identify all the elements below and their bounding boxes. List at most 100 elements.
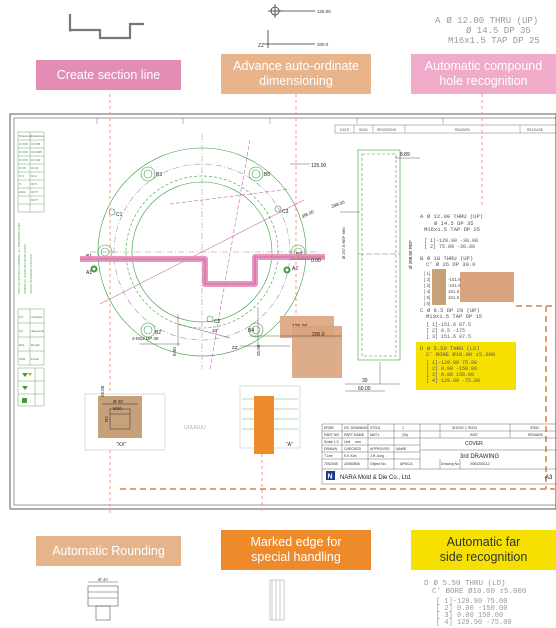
callout-c-row: [ 3] 151.6 87.5 bbox=[426, 334, 471, 340]
side-cell: SUR bbox=[19, 357, 26, 361]
marked-edge-highlight bbox=[254, 396, 274, 454]
callout-b: B Ø 18 THRU (UP) C' Ø 26 DP 30.0 [ 1] [ … bbox=[420, 255, 514, 306]
compound-hole-label-1: Automatic compound bbox=[424, 59, 543, 73]
tb-cell: 1 bbox=[402, 426, 404, 430]
bottom-callout-row: [ 2] 0.00 -150.00 bbox=[436, 605, 507, 613]
tb-cell: PART NAME bbox=[344, 433, 365, 437]
callout-b-val: -151.6 bbox=[448, 283, 461, 288]
callout-b-row: [ 5] bbox=[424, 295, 430, 300]
ref-dim: Ø 288.00 REF bbox=[408, 240, 413, 269]
callout-b-title: B Ø 18 THRU (UP) bbox=[420, 255, 473, 262]
create-section-line-banner: Create section line bbox=[36, 60, 181, 90]
tb-company: NARA Mold & Die Co., Ltd. bbox=[340, 475, 412, 481]
tol-cell: ±0.5° bbox=[31, 190, 39, 194]
tol-cell: ANG bbox=[19, 190, 26, 194]
marked-edge-icon bbox=[269, 579, 285, 621]
dim-vert-25: 25.00 bbox=[256, 344, 261, 356]
cad-drawing: DATE SIGN REVISIONS REASON RELEASE Toler… bbox=[9, 94, 556, 514]
thread-label: 2-M12 DP 30 bbox=[132, 336, 159, 341]
tb-cell: Φ300 bbox=[530, 426, 539, 430]
far-side-leader bbox=[120, 305, 556, 490]
company-logo bbox=[326, 471, 335, 480]
tb-sheet: A3 bbox=[545, 475, 553, 481]
tol-cell: X.XXX bbox=[19, 142, 28, 146]
svg-text:UNLESS OTHERWISE SPECIFIED: UNLESS OTHERWISE SPECIFIED bbox=[30, 254, 33, 294]
view-a-label: "A" bbox=[286, 442, 293, 448]
tb-unit: Unit bbox=[344, 440, 350, 444]
tb-object: Object No. bbox=[370, 462, 387, 466]
tb-cell: ERSB bbox=[324, 426, 334, 430]
tb-cell: STD11 bbox=[370, 426, 381, 430]
far-side-label-2: side recognition bbox=[439, 550, 528, 564]
callout-a-row: [ 2] 75.00 -30.00 bbox=[424, 244, 475, 250]
hole-a2: A2 bbox=[292, 266, 298, 272]
tb-approved-by: J.H.Jung bbox=[370, 454, 384, 458]
dim-288: 288.00 bbox=[331, 199, 346, 209]
marked-edge-label-2: special handling bbox=[251, 550, 341, 564]
section-mark: ZZ bbox=[232, 345, 238, 350]
view-xx-label: "XX" bbox=[116, 442, 126, 448]
marked-edge-banner: Marked edge for special handling bbox=[221, 530, 371, 570]
a-hole-markers bbox=[90, 265, 291, 274]
callout-b-row: [ 4] bbox=[424, 289, 430, 294]
tb-cell: Q'ty bbox=[402, 433, 408, 437]
bottom-callout-row: [ 3] 0.00 150.00 bbox=[436, 612, 503, 620]
auto-ordinate-label-1: Advance auto-ordinate bbox=[233, 59, 359, 73]
tol-cell: X.XX bbox=[19, 166, 26, 170]
bottom-icons: Ø 40 D Ø 5.50 THRU (LD) C' BORE Ø10.00 ↧… bbox=[87, 577, 527, 627]
hole-b5: B5 bbox=[264, 172, 270, 178]
far-side-label-1: Automatic far bbox=[446, 535, 521, 549]
callout-b-val: 151.6 bbox=[448, 289, 460, 294]
dim-vert-000: 0.00 bbox=[172, 347, 177, 356]
callout-d-l2: C' BORE Ø10.00 ↧5.000 bbox=[426, 351, 495, 358]
svg-text:REMOVE ALL BURRS AND SHARP EDG: REMOVE ALL BURRS AND SHARP EDGES bbox=[24, 244, 27, 294]
hole-b4: B4 bbox=[248, 328, 254, 334]
left-side-table bbox=[17, 308, 45, 407]
auto-rounding-label: Automatic Rounding bbox=[52, 543, 165, 558]
hole-c2: C2 bbox=[214, 319, 221, 325]
hole-c1: C1 bbox=[116, 212, 123, 218]
rev-reason: REASON bbox=[455, 128, 470, 132]
compound-hole-label-2: hole recognition bbox=[439, 74, 528, 88]
dim-125: 125.00 bbox=[311, 163, 327, 169]
dim-rotated: Ø8.00 bbox=[301, 209, 315, 219]
callout-c: C Ø 8.5 DP 20 (UP) M10x1.5 TAP DP 15 [ 1… bbox=[420, 307, 482, 340]
tol-h2: Tolerance bbox=[31, 134, 44, 138]
detail-m10: M10 bbox=[113, 406, 122, 411]
svg-text:NOTE: DO NOT SCALE DRAWING - A: NOTE: DO NOT SCALE DRAWING - ALL DIMENSI… bbox=[18, 223, 21, 294]
hole-b3: B3 bbox=[156, 172, 162, 178]
side-cell: NAL bbox=[19, 343, 25, 347]
callout-d-row: [ 1]-129.90 75.00 bbox=[426, 360, 477, 366]
side-view bbox=[357, 149, 401, 361]
callout-a-l3: M16x1.5 TAP DP 25 bbox=[424, 226, 480, 233]
side-cell: QT bbox=[19, 315, 23, 319]
angle-label: 10° bbox=[212, 328, 219, 333]
dim-200-box bbox=[292, 326, 342, 378]
hole-b2: B2 bbox=[155, 330, 161, 336]
side-cell: Finish bbox=[31, 357, 39, 361]
marked-edge-label-1: Marked edge for bbox=[250, 535, 342, 549]
tb-drawing-no: Drawing No. bbox=[441, 462, 460, 466]
tol-cell: ±0.005 bbox=[31, 142, 40, 146]
callout-d-title: D Ø 5.50 THRU (LD) bbox=[420, 345, 480, 352]
callout-b-val: 151.6 bbox=[448, 295, 460, 300]
hole-c3: C3 bbox=[282, 209, 289, 215]
tb-cell: SIZE bbox=[470, 433, 478, 437]
auto-ordinate-banner: Advance auto-ordinate dimensioning bbox=[221, 54, 371, 94]
tb-cell: MAT'L bbox=[370, 433, 380, 437]
rounding-icon-label: Ø 40 bbox=[98, 577, 108, 582]
detail-25: 25.00 bbox=[100, 385, 105, 397]
side-cell: unit/date bbox=[31, 315, 43, 319]
callout-c-title: C Ø 8.5 DP 20 (UP) bbox=[420, 307, 480, 314]
tol-cell: ±0.001 bbox=[31, 158, 40, 162]
tol-cell: ±0.0025 bbox=[31, 150, 42, 154]
tol-cell: ±0.01 bbox=[31, 166, 39, 170]
tb-unit-val: mm bbox=[355, 440, 361, 444]
title-block bbox=[321, 423, 556, 485]
tol-cell: ±0.1 bbox=[31, 174, 37, 178]
callout-d-row: [ 2] 0.00 -150.00 bbox=[426, 366, 477, 372]
rounding-highlight bbox=[98, 396, 142, 438]
min-dim: Ø 257.6 REF MIN bbox=[341, 227, 346, 259]
tolerance-table bbox=[17, 131, 45, 213]
auto-ordinate-label-2: dimensioning bbox=[259, 74, 333, 88]
